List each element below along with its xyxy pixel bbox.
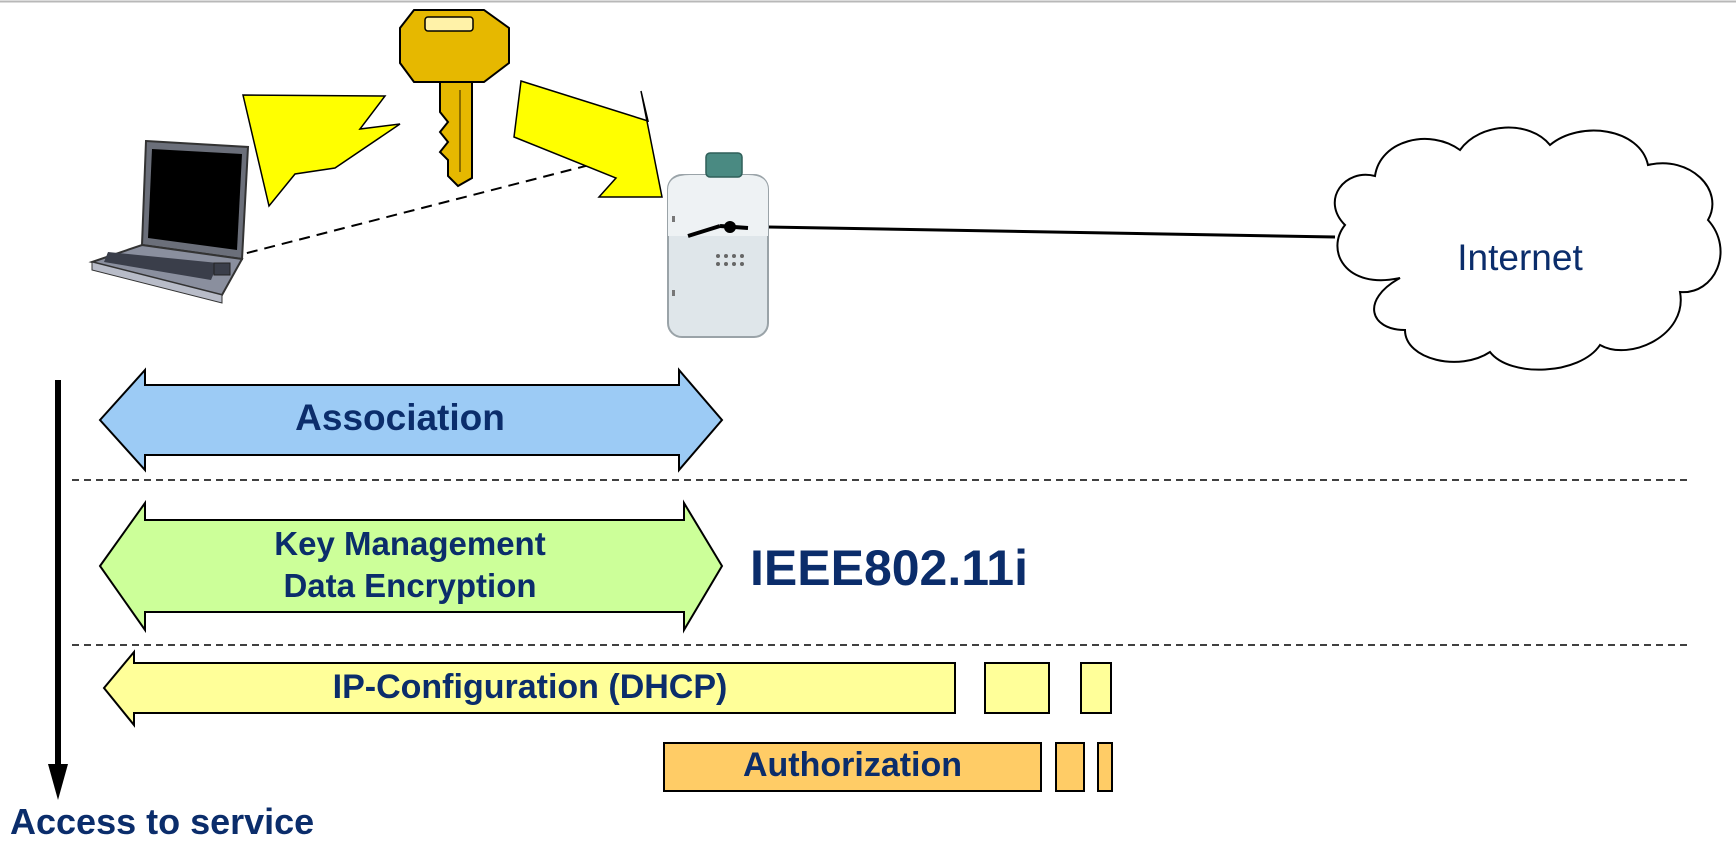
key-arrow-left [242, 94, 401, 208]
internet-cloud-icon [1333, 126, 1722, 371]
key-management-label: Key Management [274, 525, 546, 562]
timeline-arrowhead [48, 764, 68, 800]
timeline-end-label: Access to service [10, 801, 315, 841]
authorization-bar [663, 742, 1042, 792]
authorization-block [1097, 742, 1113, 792]
internet-label: Internet [1457, 237, 1583, 278]
authorization-label: Authorization [742, 746, 963, 784]
ip-configuration-block [1080, 662, 1112, 714]
data-encryption-label: Data Encryption [283, 567, 537, 604]
ip-configuration-arrow [102, 649, 956, 728]
wireless-link [211, 151, 641, 263]
wired-link [767, 225, 1336, 239]
key-arrow-right [513, 80, 663, 198]
authorization-block [1055, 742, 1085, 792]
ip-configuration-block [984, 662, 1050, 714]
laptop-icon [88, 139, 250, 304]
standard-label: IEEE802.11i [750, 540, 1029, 596]
association-arrow [98, 367, 724, 473]
access-point-icon [667, 152, 769, 338]
key-management-arrow [98, 499, 724, 634]
key-icon [399, 9, 510, 188]
ip-configuration-label: IP-Configuration (DHCP) [332, 668, 728, 706]
association-label: Association [295, 397, 505, 438]
